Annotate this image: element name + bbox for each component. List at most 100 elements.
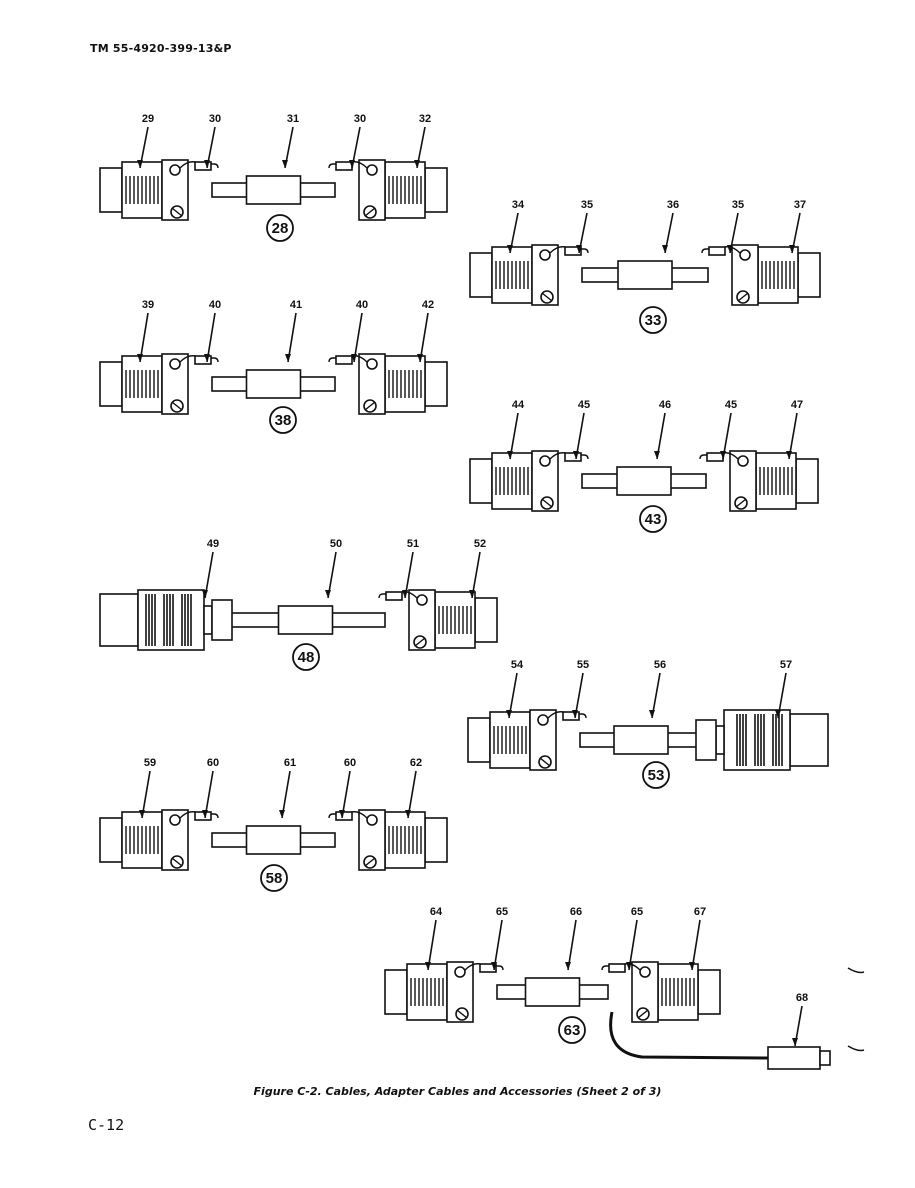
callout-label: 36 <box>667 199 679 211</box>
plug-connector <box>695 709 829 771</box>
connector <box>328 159 448 221</box>
callout-label: 35 <box>732 199 744 211</box>
page-number: C-12 <box>88 1116 125 1134</box>
arrowhead-icon <box>282 160 288 168</box>
pigtail-plug <box>767 1046 821 1070</box>
marker-sleeve <box>277 605 334 635</box>
callout-label: 30 <box>354 113 366 125</box>
connector <box>99 353 219 415</box>
marker-sleeve <box>613 725 669 755</box>
pigtail-plug-tip <box>819 1050 831 1066</box>
arrowhead-icon <box>285 354 291 362</box>
marker-sleeve <box>245 825 302 855</box>
callout-label: 66 <box>570 906 582 918</box>
item-number: 48 <box>298 649 315 666</box>
leader-line <box>493 919 503 971</box>
leader-line <box>628 919 638 971</box>
marker-sleeve <box>245 175 302 205</box>
callout-label: 40 <box>356 299 368 311</box>
connector <box>99 809 219 871</box>
callout-label: 64 <box>430 906 443 918</box>
callout-label: 65 <box>631 906 643 918</box>
leader-line <box>419 312 429 363</box>
marker-sleeve <box>245 369 302 399</box>
callout-label: 46 <box>659 399 671 411</box>
callout-label: 51 <box>407 538 419 550</box>
arrowhead-icon <box>662 245 668 253</box>
callout-label: 67 <box>694 906 706 918</box>
connector <box>469 244 589 306</box>
connector <box>378 589 498 651</box>
callout-label: 45 <box>725 399 737 411</box>
callout-label: 52 <box>474 538 486 550</box>
arrowhead-icon <box>654 451 660 459</box>
callout-label: 40 <box>209 299 221 311</box>
edge-mark <box>847 967 865 974</box>
arrowhead-icon <box>775 710 781 718</box>
arrowhead-icon <box>469 590 475 598</box>
connector <box>601 961 721 1023</box>
callout-label: 49 <box>207 538 219 550</box>
arrowhead-icon <box>417 354 423 362</box>
callout-label: 47 <box>791 399 803 411</box>
arrowhead-icon <box>279 810 285 818</box>
leader-line <box>287 312 297 363</box>
item-number-circle <box>639 505 667 533</box>
figure-caption: Figure C-2. Cables, Adapter Cables and A… <box>253 1085 662 1098</box>
arrowhead-icon <box>202 590 208 598</box>
arrowhead-icon <box>339 810 345 818</box>
item-number-circle <box>292 643 320 671</box>
callout-label: 50 <box>330 538 342 550</box>
callout-label: 68 <box>796 992 808 1004</box>
callout-label: 57 <box>780 659 792 671</box>
connector <box>384 961 504 1023</box>
item-number: 28 <box>272 220 289 237</box>
plug-connector <box>99 589 233 651</box>
arrowhead-icon <box>405 810 411 818</box>
callout-label: 34 <box>512 199 525 211</box>
cable-assembly-48: 49 50 51 52 48 <box>99 538 498 671</box>
arrowhead-icon <box>507 245 513 253</box>
arrowhead-icon <box>689 962 695 970</box>
arrowhead-icon <box>137 160 143 168</box>
document-number: TM 55-4920-399-13&P <box>90 42 232 55</box>
item-number-circle <box>639 306 667 334</box>
leader-line <box>206 312 216 363</box>
connector <box>469 450 589 512</box>
leader-line <box>427 919 437 971</box>
callout-label: 41 <box>290 299 302 311</box>
marker-sleeve <box>524 977 581 1007</box>
arrowhead-icon <box>789 245 795 253</box>
callout-label: 44 <box>512 399 525 411</box>
callout-label: 32 <box>419 113 431 125</box>
arrowhead-icon <box>626 962 632 970</box>
item-number-circle <box>266 214 294 242</box>
connector <box>99 159 219 221</box>
arrowhead-icon <box>576 245 582 253</box>
callout-label: 54 <box>511 659 524 671</box>
callout-label: 59 <box>144 757 156 769</box>
arrowhead-icon <box>351 354 357 362</box>
leader-line <box>353 312 363 363</box>
arrowhead-icon <box>792 1038 798 1046</box>
leader-line <box>567 919 577 971</box>
item-number: 38 <box>275 412 292 429</box>
arrowhead-icon <box>402 590 408 598</box>
item-number: 33 <box>645 312 662 329</box>
arrowhead-icon <box>204 354 210 362</box>
arrowhead-icon <box>425 962 431 970</box>
arrowhead-icon <box>507 451 513 459</box>
item-number: 63 <box>564 1022 581 1039</box>
arrowhead-icon <box>139 810 145 818</box>
arrowhead-icon <box>727 245 733 253</box>
connector <box>701 244 821 306</box>
item-number: 53 <box>648 767 665 784</box>
edge-mark <box>847 1045 865 1052</box>
